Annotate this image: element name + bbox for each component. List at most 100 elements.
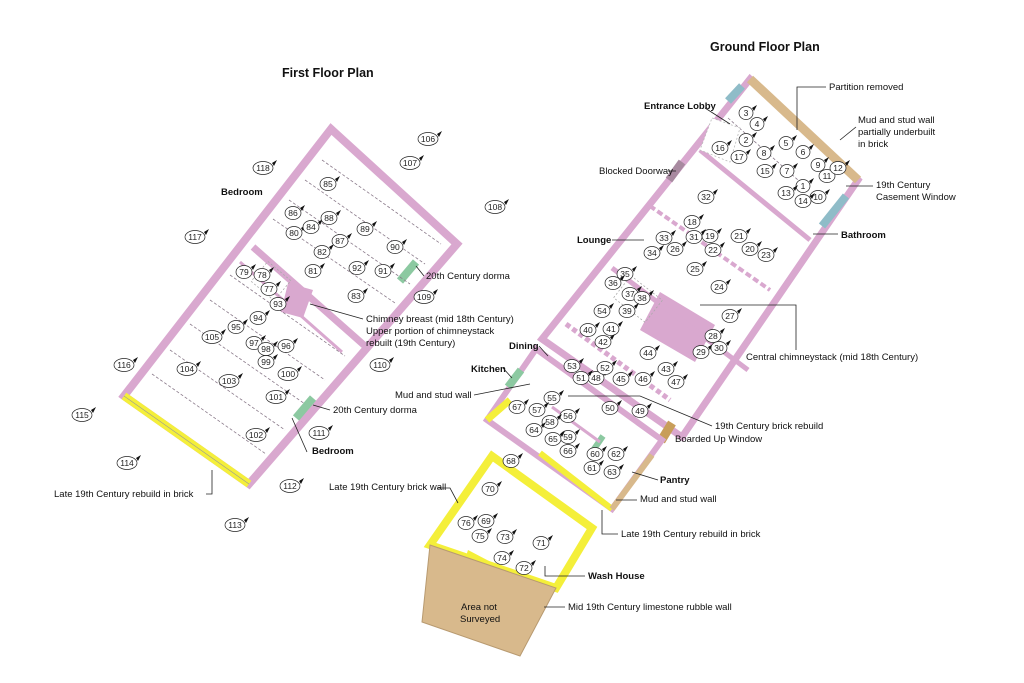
view-direction-arrow-icon <box>297 366 302 372</box>
photo-marker-circle <box>481 482 499 496</box>
photo-marker-49: 49 <box>631 403 652 418</box>
view-direction-arrow-icon <box>824 157 829 163</box>
view-direction-arrow-icon <box>599 460 604 466</box>
photo-marker-circle <box>313 245 331 259</box>
photo-marker-26: 26 <box>666 241 687 256</box>
view-direction-arrow-icon <box>336 210 341 216</box>
photo-marker-circle <box>794 194 812 208</box>
photo-marker-number: 81 <box>308 266 318 276</box>
photo-marker-number: 104 <box>180 364 194 374</box>
photo-marker-66: 66 <box>559 443 580 458</box>
photo-marker-number: 70 <box>485 484 495 494</box>
view-direction-arrow-icon <box>364 260 369 266</box>
photo-marker-16: 16 <box>711 140 732 155</box>
photo-marker-71: 71 <box>532 535 553 550</box>
photo-marker-7: 7 <box>779 163 798 178</box>
photo-marker-number: 89 <box>360 224 370 234</box>
photo-marker-circle <box>559 444 577 458</box>
first-floor-rebuild-label: Late 19th Century rebuild in brick <box>54 489 194 500</box>
photo-marker-92: 92 <box>348 260 369 275</box>
photo-marker-number: 79 <box>239 267 249 277</box>
photo-marker-98: 98 <box>257 341 278 356</box>
view-direction-arrow-icon <box>273 354 278 360</box>
photo-marker-circle <box>604 276 622 290</box>
photo-marker-73: 73 <box>496 529 517 544</box>
photo-marker-number: 17 <box>734 152 744 162</box>
photo-marker-41: 41 <box>602 321 623 336</box>
photo-marker-4: 4 <box>749 116 768 131</box>
photo-marker-circle <box>224 518 246 532</box>
photo-marker-17: 17 <box>730 149 751 164</box>
photo-marker-circle <box>579 323 597 337</box>
view-direction-arrow-icon <box>251 264 256 270</box>
photo-marker-103: 103 <box>218 373 243 388</box>
photo-marker-number: 54 <box>597 306 607 316</box>
photo-marker-number: 118 <box>256 163 270 173</box>
photo-marker-number: 46 <box>638 374 648 384</box>
photo-marker-22: 22 <box>704 242 725 257</box>
kitchen-window <box>504 367 525 390</box>
photo-marker-circle <box>810 158 826 172</box>
view-direction-arrow-icon <box>588 370 593 376</box>
view-direction-arrow-icon <box>650 371 655 377</box>
wash-house-label: Wash House <box>588 571 645 582</box>
photo-marker-circle <box>245 428 267 442</box>
photo-marker-109: 109 <box>413 289 438 304</box>
mud-stud-wall-label-2: partially underbuilt <box>858 127 935 138</box>
photo-marker-number: 51 <box>576 373 586 383</box>
photo-marker-circle <box>563 359 581 373</box>
photo-marker-number: 28 <box>708 331 718 341</box>
photo-marker-circle <box>602 322 620 336</box>
photo-marker-circle <box>683 215 701 229</box>
photo-marker-88: 88 <box>320 210 341 225</box>
view-direction-arrow-icon <box>579 358 584 364</box>
view-direction-arrow-icon <box>293 338 298 344</box>
brick-rebuild-label: 19th Century brick rebuild <box>715 421 823 432</box>
limestone-wall-label: Mid 19th Century limestone rubble wall <box>568 602 732 613</box>
photo-marker-96: 96 <box>277 338 298 353</box>
photo-marker-circle <box>697 190 715 204</box>
photo-marker-circle <box>594 335 612 349</box>
area-not-surveyed-label-2: Surveyed <box>460 614 500 625</box>
photo-marker-circle <box>227 320 245 334</box>
photo-marker-circle <box>347 289 365 303</box>
view-direction-arrow-icon <box>544 402 549 408</box>
photo-marker-number: 29 <box>696 347 706 357</box>
photo-marker-56: 56 <box>559 408 580 423</box>
photo-marker-number: 97 <box>249 338 259 348</box>
view-direction-arrow-icon <box>285 296 290 302</box>
photo-marker-circle <box>657 362 675 376</box>
photo-marker-78: 78 <box>253 267 274 282</box>
view-direction-arrow-icon <box>752 132 757 138</box>
photo-marker-54: 54 <box>593 303 614 318</box>
view-direction-arrow-icon <box>559 390 564 396</box>
view-direction-arrow-icon <box>204 229 209 235</box>
photo-marker-circle <box>116 456 138 470</box>
boarded-window-label: Boarded Up Window <box>675 434 762 445</box>
photo-marker-number: 37 <box>625 289 635 299</box>
photo-marker-number: 14 <box>798 196 808 206</box>
photo-marker-number: 18 <box>687 217 697 227</box>
view-direction-arrow-icon <box>575 429 580 435</box>
photo-marker-99: 99 <box>257 354 278 369</box>
photo-marker-106: 106 <box>417 131 442 146</box>
photo-marker-number: 84 <box>306 222 316 232</box>
ground-floor-title: Ground Floor Plan <box>710 40 820 54</box>
photo-marker-number: 107 <box>403 158 417 168</box>
view-direction-arrow-icon <box>647 403 652 409</box>
photo-marker-number: 83 <box>351 291 361 301</box>
view-direction-arrow-icon <box>493 513 498 519</box>
view-direction-arrow-icon <box>487 528 492 534</box>
view-direction-arrow-icon <box>512 529 517 535</box>
view-direction-arrow-icon <box>329 244 334 250</box>
view-direction-arrow-icon <box>720 242 725 248</box>
photo-marker-circle <box>818 169 836 183</box>
photo-marker-number: 26 <box>670 244 680 254</box>
photo-marker-100: 100 <box>277 366 302 381</box>
photo-marker-circle <box>285 226 303 240</box>
photo-marker-circle <box>711 141 729 155</box>
view-direction-arrow-icon <box>419 155 424 161</box>
photo-marker-number: 23 <box>761 250 771 260</box>
photo-marker-number: 95 <box>231 322 241 332</box>
photo-marker-number: 34 <box>647 248 657 258</box>
